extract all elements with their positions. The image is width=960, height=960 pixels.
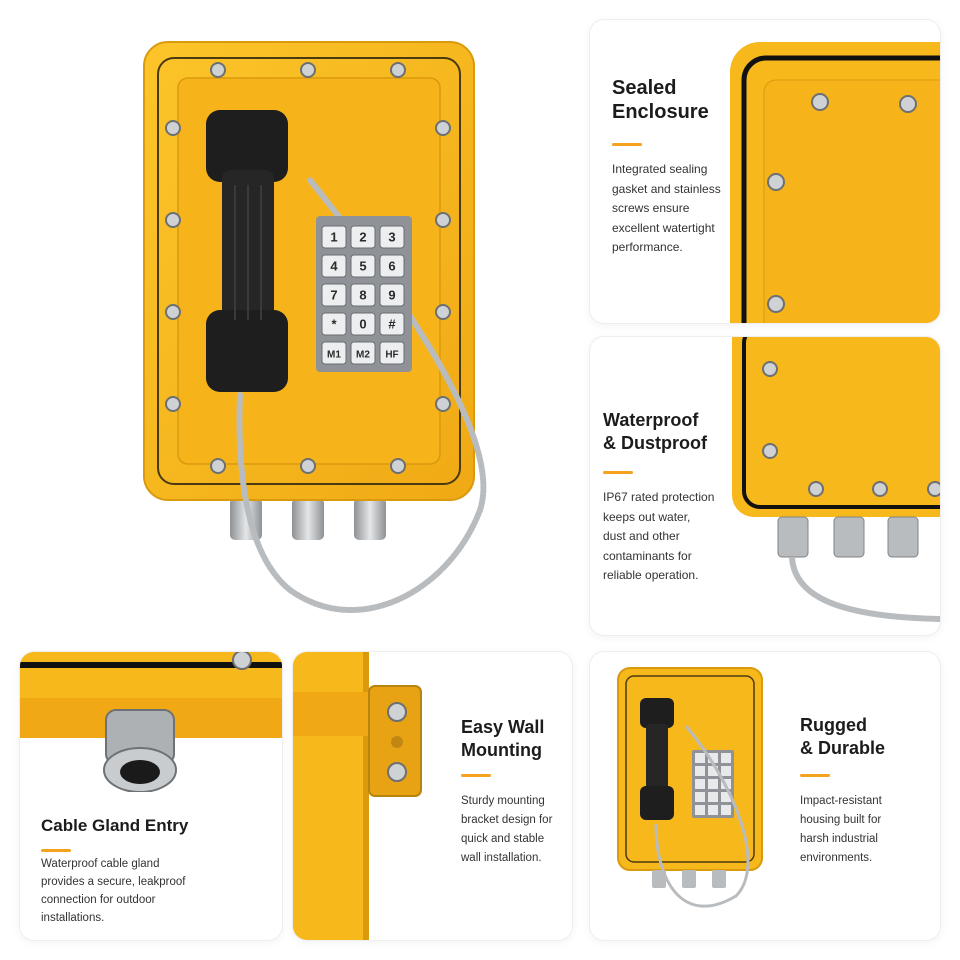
svg-text:1: 1 [330,230,337,245]
svg-text:M1: M1 [327,350,341,361]
svg-text:3: 3 [388,230,395,245]
cable-gland-3 [354,498,386,540]
keypad-key: 0 [350,312,376,336]
keypad-key: 9 [379,283,405,307]
keypad-key: 8 [350,283,376,307]
sealed-title: Sealed Enclosure [612,77,709,123]
keypad-key: 7 [321,283,347,307]
keypad-key: # [379,312,405,336]
feature-card-rugged: Rugged & Durable Impact-resistant housin… [590,652,940,940]
svg-text:8: 8 [359,288,366,303]
wall-bracket-image [293,652,422,940]
svg-text:HF: HF [385,350,398,361]
feature-card-waterproof: Waterproof & Dustproof IP67 rated protec… [590,337,940,635]
sealed-description: Integrated sealing gasket and stainless … [612,162,721,254]
sealed-accent-bar [612,143,642,146]
rugged-phone-image [617,667,763,908]
rugged-accent-bar [800,774,830,777]
keypad-key: 5 [350,254,376,278]
cable-gland-description: Waterproof cable gland provides a secure… [41,858,186,924]
waterproof-description: IP67 rated protection keeps out water, d… [603,490,715,582]
cable-gland-title: Cable Gland Entry [41,816,189,835]
svg-text:7: 7 [330,288,337,303]
svg-text:6: 6 [388,259,395,274]
rugged-description: Impact-resistant housing built for harsh… [800,795,882,864]
keypad-key: M2 [350,341,376,365]
sealed-enclosure-image [730,42,940,323]
svg-text:0: 0 [359,317,366,332]
keypad-key: * [321,312,347,336]
waterproof-accent-bar [603,471,633,474]
keypad-key: 2 [350,225,376,249]
svg-text:5: 5 [359,259,366,274]
svg-text:M2: M2 [356,350,370,361]
hero-keypad: 1 2 3 4 5 6 7 8 9 * 0 # M1 M2 HF [316,216,412,372]
cable-gland-accent-bar [41,849,71,852]
waterproof-image [732,337,940,622]
wall-mounting-accent-bar [461,774,491,777]
svg-text:#: # [388,317,396,332]
waterproof-title: Waterproof & Dustproof [603,410,707,453]
keypad-key: 3 [379,225,405,249]
hero-screws [165,62,451,474]
keypad-key: 1 [321,225,347,249]
wall-mounting-description: Sturdy mounting bracket design for quick… [461,795,553,864]
keypad-key: 4 [321,254,347,278]
feature-card-wall-mounting: Easy Wall Mounting Sturdy mounting brack… [293,652,572,940]
handset [206,110,288,392]
svg-text:2: 2 [359,230,366,245]
wall-mounting-title: Easy Wall Mounting [461,717,545,760]
keypad-key: 6 [379,254,405,278]
svg-text:4: 4 [330,259,338,274]
svg-text:*: * [331,317,337,332]
hero-phone-image: 1 2 3 4 5 6 7 8 9 * 0 # M1 M2 HF [143,41,487,613]
rugged-title: Rugged & Durable [800,715,886,758]
cable-gland-2 [292,498,324,540]
keypad-key: M1 [321,341,347,365]
cable-gland-image [20,652,282,792]
feature-card-sealed: Sealed Enclosure Integrated sealing gask… [590,20,940,323]
keypad-key: HF [379,341,405,365]
svg-text:9: 9 [388,288,395,303]
feature-card-cable-gland: Cable Gland Entry Waterproof cable gland… [20,652,282,940]
